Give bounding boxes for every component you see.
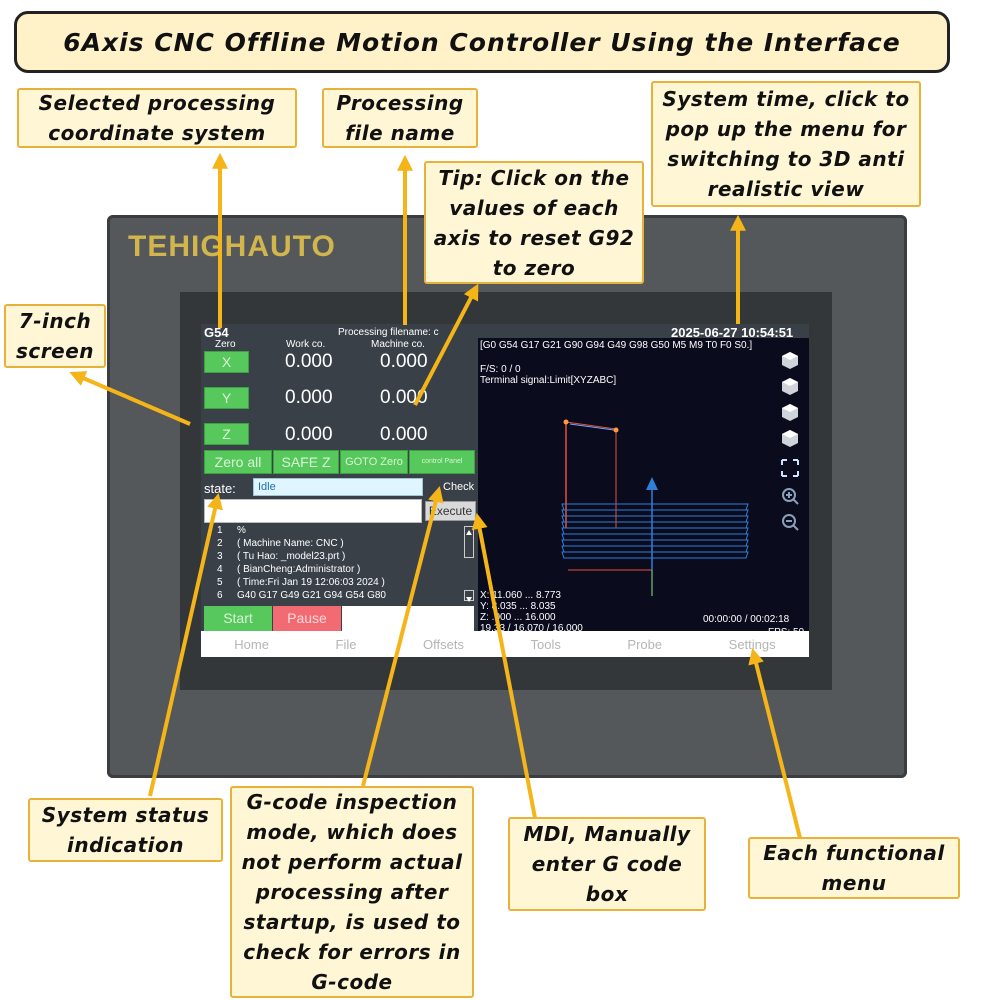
menu-file[interactable]: File	[335, 636, 357, 652]
range-x: X: 11.060 ... 8.773	[480, 590, 561, 601]
gcode-line: ( BianCheng:Administrator )	[237, 564, 361, 575]
zero-z-button[interactable]: Z	[204, 423, 249, 445]
callout-coordinate-system: Selected processing coordinate system	[17, 88, 297, 148]
menu-tools[interactable]: Tools	[530, 636, 561, 652]
terminal-signal: Terminal signal:Limit[XYZABC]	[480, 375, 617, 386]
view-top-icon[interactable]	[780, 376, 800, 396]
view-iso-icon[interactable]	[780, 350, 800, 370]
coordinate-system[interactable]: G54	[204, 325, 229, 340]
fit-view-icon[interactable]	[780, 458, 800, 478]
safe-z-button[interactable]: SAFE Z	[273, 450, 339, 474]
menu-home[interactable]: Home	[234, 636, 269, 652]
file-name: Processing filename: c	[338, 327, 439, 338]
zero-x-button[interactable]: X	[204, 351, 249, 373]
zero-all-button[interactable]: Zero all	[204, 450, 272, 474]
callout-system-time: System time, click to pop up the menu fo…	[651, 81, 921, 207]
gcode-line-num: 3	[217, 551, 223, 562]
title-banner: 6Axis CNC Offline Motion Controller Usin…	[14, 11, 950, 73]
zoom-in-icon[interactable]	[780, 486, 800, 506]
menu-offsets[interactable]: Offsets	[423, 636, 464, 652]
callout-tip: Tip: Click on the values of each axis to…	[424, 161, 644, 284]
goto-zero-button[interactable]: GOTO Zero	[340, 450, 408, 474]
range-z: Z: .000 ... 16.000	[480, 612, 556, 623]
view-side-icon[interactable]	[780, 428, 800, 448]
work-coord-header: Work co.	[286, 339, 326, 350]
gcode-list: 1 % 2 ( Machine Name: CNC ) 3 ( Tu Hao: …	[204, 524, 459, 604]
gcode-line: ( Time:Fri Jan 19 12:06:03 2024 )	[237, 577, 385, 588]
scroll-down-button[interactable]	[464, 590, 474, 602]
menu-probe[interactable]: Probe	[627, 636, 663, 652]
gcode-line: ( Tu Hao: _model23.prt )	[237, 551, 346, 562]
zero-y-button[interactable]: Y	[204, 387, 249, 409]
menu-settings[interactable]: Settings	[728, 636, 776, 652]
chevron-down-icon	[466, 597, 472, 602]
gcode-line-num: 4	[217, 564, 223, 575]
state-label: state:	[204, 481, 236, 496]
z-work-value[interactable]: 0.000	[285, 424, 333, 445]
function-menu: Home File Offsets Tools Probe Settings	[201, 631, 809, 657]
mdi-input[interactable]	[204, 499, 422, 523]
machine-coord-header: Machine co.	[371, 339, 425, 350]
controller-screen: G54 Processing filename: c 2025-06-27 10…	[201, 324, 809, 657]
control-panel-button[interactable]: control Panel	[409, 450, 475, 474]
callout-file-name: Processing file name	[322, 88, 478, 148]
y-work-value[interactable]: 0.000	[285, 387, 333, 408]
brand-logo: TEHIGHAUTO	[128, 230, 336, 263]
gcode-line: %	[237, 525, 246, 536]
state-value: Idle	[258, 481, 276, 493]
view-front-icon[interactable]	[780, 402, 800, 422]
x-machine-value[interactable]: 0.000	[380, 351, 428, 372]
zoom-out-icon[interactable]	[780, 512, 800, 532]
gcode-line: ( Machine Name: CNC )	[237, 538, 344, 549]
gcode-line-num: 2	[217, 538, 223, 549]
range-progress: 19.33 / 16.070 / 16.000	[480, 623, 583, 634]
gcode-line-num: 6	[217, 590, 223, 601]
chevron-up-icon	[466, 530, 472, 535]
execute-button[interactable]: Execute	[425, 501, 476, 521]
modal-state: [G0 G54 G17 G21 G90 G94 G49 G98 G50 M5 M…	[480, 340, 753, 351]
gcode-line-num: 1	[217, 525, 223, 536]
toolpath-canvas	[561, 419, 749, 596]
callout-mdi: MDI, Manually enter G code box	[508, 817, 706, 911]
callout-screen-size: 7-inch screen	[4, 304, 106, 368]
zero-header: Zero	[215, 339, 236, 350]
elapsed-time: 00:00:00 / 00:02:18	[703, 614, 790, 625]
callout-menu: Each functional menu	[748, 837, 960, 899]
x-work-value[interactable]: 0.000	[285, 351, 333, 372]
range-y: Y: 8.035 ... 8.035	[480, 601, 556, 612]
z-machine-value[interactable]: 0.000	[380, 424, 428, 445]
3d-viewport[interactable]: [G0 G54 G17 G21 G90 G94 G49 G98 G50 M5 M…	[478, 338, 809, 640]
callout-gcode-check: G-code inspection mode, which does not p…	[230, 786, 474, 998]
gcode-line: G40 G17 G49 G21 G94 G54 G80	[237, 590, 386, 601]
gcode-line-num: 5	[217, 577, 223, 588]
callout-status: System status indication	[28, 798, 223, 862]
check-toggle[interactable]: Check	[443, 481, 475, 493]
pause-button[interactable]: Pause	[273, 606, 341, 631]
system-time[interactable]: 2025-06-27 10:54:51	[671, 325, 794, 340]
feed-speed: F/S: 0 / 0	[480, 364, 521, 375]
scroll-up-button[interactable]	[464, 526, 474, 558]
start-button[interactable]: Start	[204, 606, 272, 631]
